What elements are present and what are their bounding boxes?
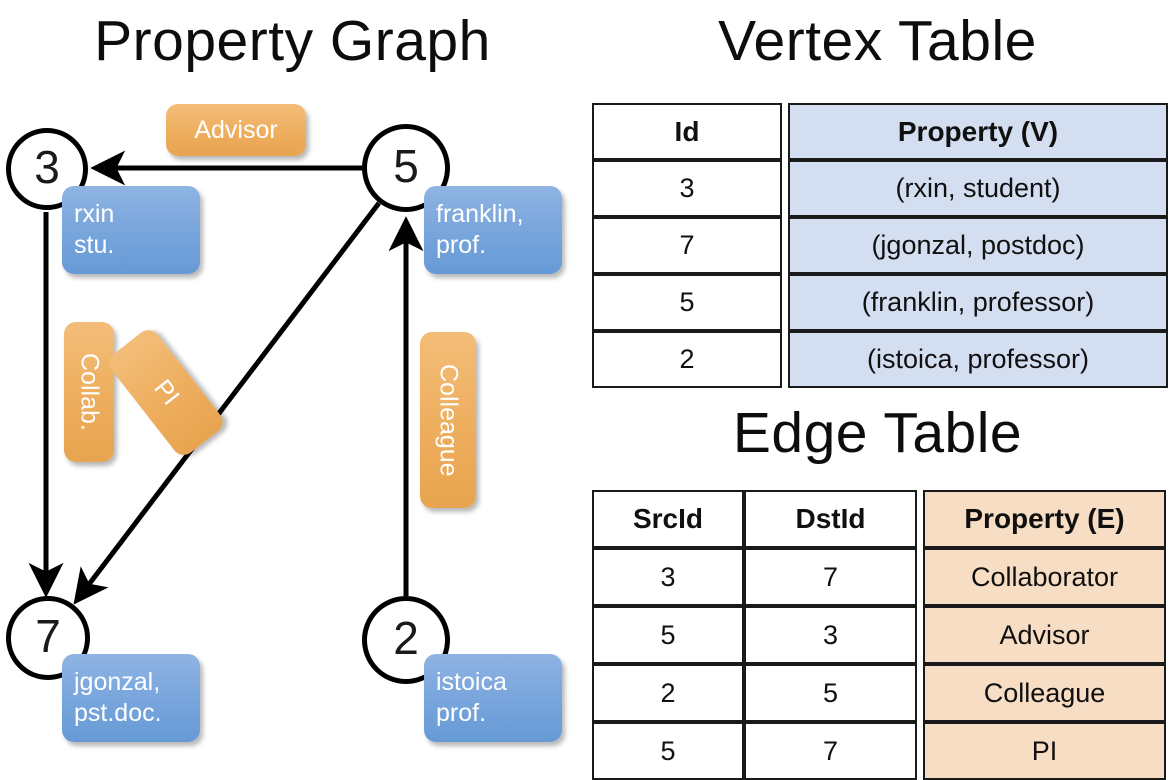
edge-label-advisor[interactable]: Advisor: [166, 104, 306, 156]
node-property-3-line1: rxin: [74, 199, 115, 228]
node-property-7-line2: pst.doc.: [74, 699, 162, 727]
graph-edges-layer: [28, 150, 424, 605]
table-row[interactable]: 2 5 Colleague: [592, 664, 1166, 722]
vertex-cell-property: (istoica, professor): [788, 331, 1168, 388]
vertex-cell-id: 5: [592, 274, 782, 331]
vertex-table-header-property: Property (V): [788, 103, 1168, 160]
node-property-2-line2: prof.: [436, 699, 487, 727]
edge-table-header-row: SrcId DstId Property (E): [592, 490, 1166, 548]
edge-label-collab-text: Collab.: [75, 353, 104, 431]
page-title-property-graph: Property Graph: [94, 9, 491, 73]
vertex-table-header-id: Id: [592, 103, 782, 160]
edge-cell-property: Colleague: [923, 664, 1166, 722]
vertex-cell-id: 2: [592, 331, 782, 388]
table-row[interactable]: 3 (rxin, student): [592, 160, 1168, 217]
table-row[interactable]: 2 (istoica, professor): [592, 331, 1168, 388]
edge-label-pi-text: PI: [148, 374, 185, 411]
graph-node-2[interactable]: 2: [362, 596, 450, 684]
node-property-5-line1: franklin,: [436, 199, 524, 228]
edge-cell-srcid: 2: [592, 664, 744, 722]
node-property-7-line1: jgonzal,: [74, 667, 161, 696]
vertex-cell-property: (franklin, professor): [788, 274, 1168, 331]
edge-cell-dstid: 7: [744, 722, 917, 780]
edge-cell-property: Collaborator: [923, 548, 1166, 606]
edge-cell-srcid: 3: [592, 548, 744, 606]
edge-cell-srcid: 5: [592, 606, 744, 664]
edge-cell-property: PI: [923, 722, 1166, 780]
edge-label-advisor-text: Advisor: [194, 115, 278, 144]
node-property-3-line2: stu.: [74, 231, 115, 259]
edge-label-collab[interactable]: Collab.: [64, 322, 114, 462]
edge-table-header-property: Property (E): [923, 490, 1166, 548]
table-row[interactable]: 7 (jgonzal, postdoc): [592, 217, 1168, 274]
edge-cell-property: Advisor: [923, 606, 1166, 664]
graph-node-5[interactable]: 5: [362, 124, 450, 212]
property-graph-diagram: 3 5 7 2 rxin stu. franklin, prof. jgonza…: [0, 0, 585, 760]
edge-label-colleague-text: Colleague: [434, 363, 463, 477]
vertex-cell-id: 7: [592, 217, 782, 274]
graph-node-3-label: 3: [34, 141, 60, 193]
graph-node-5-label: 5: [393, 140, 419, 192]
edge-cell-srcid: 5: [592, 722, 744, 780]
table-row[interactable]: 3 7 Collaborator: [592, 548, 1166, 606]
vertex-cell-property: (jgonzal, postdoc): [788, 217, 1168, 274]
edge-cell-dstid: 7: [744, 548, 917, 606]
edge-table-header-srcid: SrcId: [592, 490, 744, 548]
edge-table-header-dstid: DstId: [744, 490, 917, 548]
edge-5-to-7: [73, 201, 381, 605]
node-property-box-3[interactable]: rxin stu.: [62, 186, 200, 274]
vertex-cell-property: (rxin, student): [788, 160, 1168, 217]
node-property-box-7[interactable]: jgonzal, pst.doc.: [62, 654, 200, 742]
edge-label-colleague[interactable]: Colleague: [420, 332, 476, 508]
node-property-box-5[interactable]: franklin, prof.: [424, 186, 562, 274]
graph-node-7-label: 7: [35, 610, 61, 662]
node-property-box-2[interactable]: istoica prof.: [424, 654, 562, 742]
table-row[interactable]: 5 7 PI: [592, 722, 1166, 780]
edge-cell-dstid: 5: [744, 664, 917, 722]
edge-cell-dstid: 3: [744, 606, 917, 664]
vertex-cell-id: 3: [592, 160, 782, 217]
vertex-table: Id Property (V) 3 (rxin, student) 7 (jgo…: [592, 103, 1168, 388]
table-row[interactable]: 5 3 Advisor: [592, 606, 1166, 664]
node-property-2-line1: istoica: [436, 667, 507, 696]
table-row[interactable]: 5 (franklin, professor): [592, 274, 1168, 331]
vertex-table-header-row: Id Property (V): [592, 103, 1168, 160]
page-title-vertex-table: Vertex Table: [718, 9, 1037, 73]
edge-table: SrcId DstId Property (E) 3 7 Collaborato…: [592, 490, 1166, 780]
page-title-edge-table: Edge Table: [732, 401, 1023, 465]
graph-node-2-label: 2: [393, 612, 419, 664]
node-property-5-line2: prof.: [436, 231, 487, 259]
